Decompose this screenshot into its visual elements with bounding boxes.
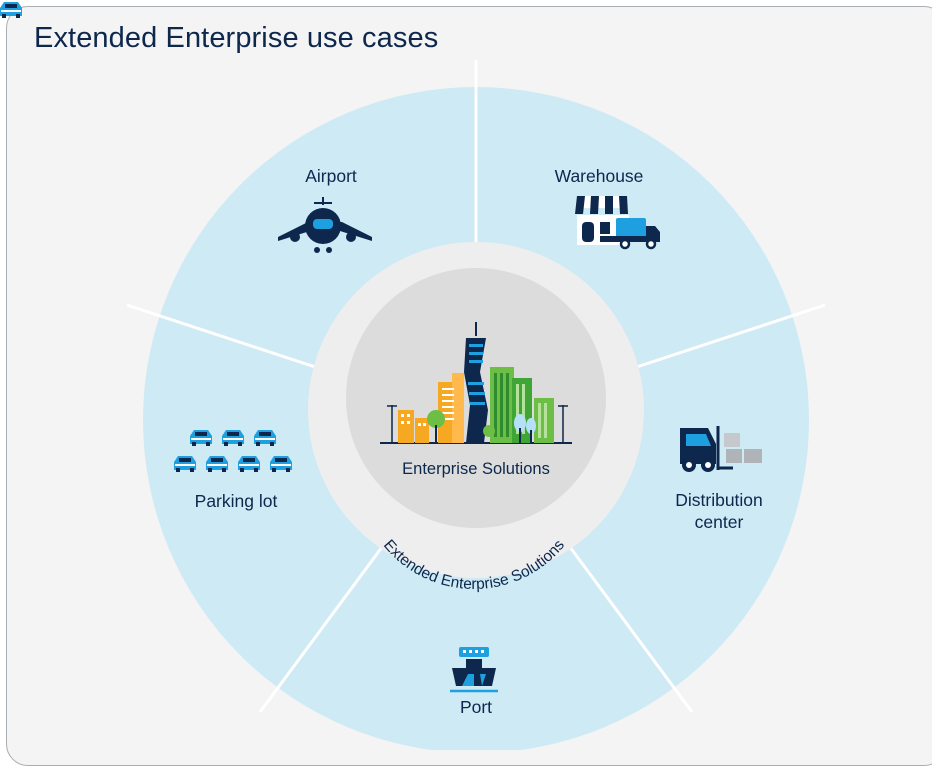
warehouse-truck-icon [575, 196, 660, 250]
ship-icon [450, 647, 498, 693]
center-label: Enterprise Solutions [402, 460, 550, 478]
segment-label-distribution: Distribution center [675, 489, 763, 533]
segment-label-port: Port [459, 697, 493, 717]
city-buildings-icon [380, 322, 572, 444]
forklift-icon [680, 426, 762, 472]
segment-label-warehouse: Warehouse [554, 166, 644, 186]
airplane-icon [278, 197, 372, 253]
parked-cars-icon [0, 2, 292, 472]
segment-label-airport: Airport [305, 166, 357, 186]
segment-label-distribution-line2: center [694, 512, 744, 532]
use-case-wheel: Extended Enterprise Solutions [0, 2, 826, 750]
segment-label-parking: Parking lot [194, 491, 278, 511]
segment-label-distribution-line1: Distribution [675, 490, 763, 510]
page-title: Extended Enterprise use cases [34, 22, 439, 54]
